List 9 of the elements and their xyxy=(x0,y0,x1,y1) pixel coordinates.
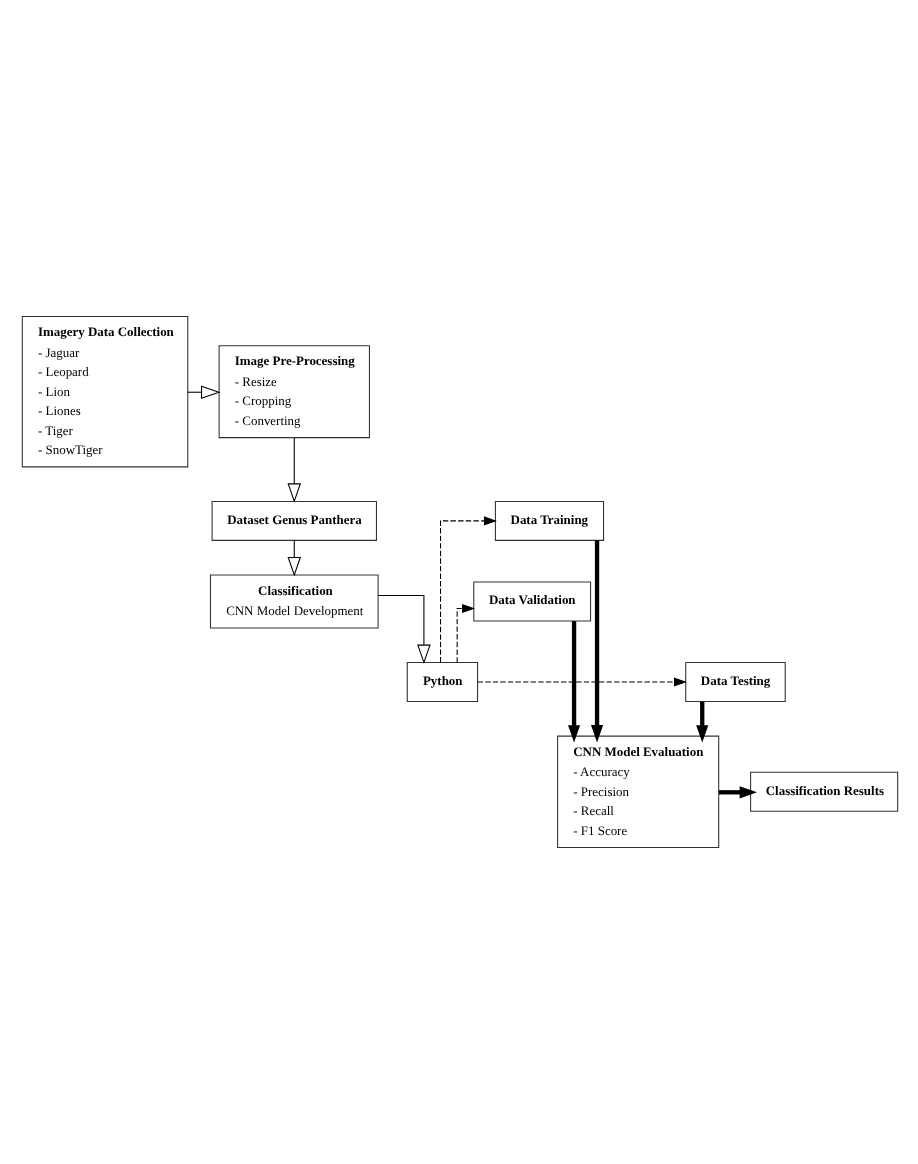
arrow xyxy=(286,437,301,503)
arrow xyxy=(376,595,430,665)
arrow xyxy=(439,516,496,663)
arrow xyxy=(567,621,580,743)
arrow xyxy=(717,786,756,799)
arrow xyxy=(455,603,475,663)
arrow xyxy=(589,540,603,743)
arrow xyxy=(476,677,686,687)
arrow xyxy=(695,701,708,743)
